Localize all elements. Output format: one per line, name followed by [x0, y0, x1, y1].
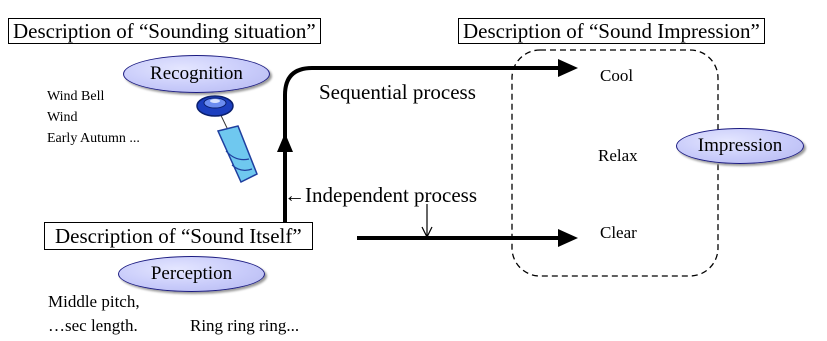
impression-ellipse: Impression: [676, 128, 804, 164]
independent-pointer-head: [421, 226, 433, 239]
sounding-situation-title: Description of “Sounding situation”: [8, 18, 321, 44]
sound-impression-title: Description of “Sound Impression”: [458, 18, 765, 44]
onomatopoeia-text: Ring ring ring...: [190, 316, 300, 335]
perception-line-pitch: Middle pitch,: [48, 292, 140, 311]
impression-region: [511, 49, 719, 277]
sequential-process-arrow: [283, 66, 560, 238]
impression-item-clear: Clear: [600, 223, 637, 242]
perception-line-length: …sec length.: [48, 316, 138, 335]
situation-item-early-autumn: Early Autumn ...: [47, 131, 140, 146]
sound-itself-title: Description of “Sound Itself”: [44, 222, 313, 250]
recognition-ellipse: Recognition: [123, 55, 270, 93]
perception-ellipse: Perception: [118, 256, 265, 292]
situation-item-wind: Wind: [47, 110, 78, 125]
impression-item-cool: Cool: [600, 66, 634, 85]
sequential-process-label: Sequential process: [319, 80, 476, 104]
impression-item-relax: Relax: [598, 146, 638, 165]
sound-waveform-icon: [265, 272, 441, 320]
situation-item-wind-bell: Wind Bell: [47, 89, 105, 104]
cool-arrowhead: [558, 59, 578, 77]
independent-process-label: ←Independent process: [284, 183, 478, 207]
wind-bell-icon: [196, 95, 258, 184]
clear-arrowhead: [558, 229, 578, 247]
up-arrowhead: [277, 133, 293, 152]
